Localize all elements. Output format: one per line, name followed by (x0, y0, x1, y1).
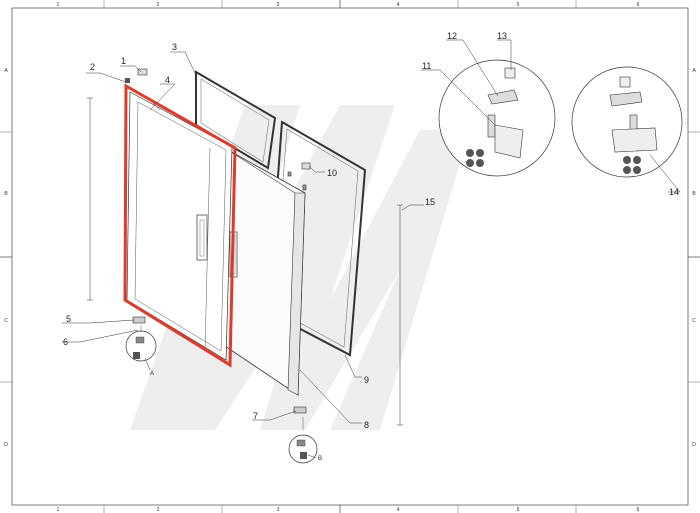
grid-row-a-right: A (692, 68, 696, 74)
grid-col-5-bottom: 5 (517, 507, 520, 513)
door-panel-4 (126, 91, 233, 361)
grid-col-6: 6 (637, 2, 640, 8)
hinge-part-10 (287, 162, 311, 191)
gasket-3 (195, 70, 277, 170)
hinge-part-1 (137, 68, 148, 76)
callout-3: 3 (172, 42, 177, 52)
dimension-line-left (87, 97, 93, 301)
grid-col-2: 2 (157, 2, 160, 8)
callout-8: 8 (364, 420, 369, 430)
bottom-hinge-7 (293, 406, 307, 414)
detail-circle-hinge-14 (571, 66, 683, 178)
bottom-hinge-5 (132, 316, 146, 324)
callout-7: 7 (253, 411, 258, 421)
grid-column-labels-bottom: 1 2 3 4 5 6 (57, 507, 640, 513)
grid-row-c: C (4, 318, 8, 324)
grid-col-4-bottom: 4 (397, 507, 400, 513)
detail-label-b: B (318, 456, 322, 462)
detail-label-a: A (150, 371, 154, 377)
callout-14: 14 (669, 187, 679, 197)
callout-10: 10 (327, 168, 337, 178)
door-panel-8 (212, 149, 306, 396)
grid-col-4: 4 (397, 2, 400, 8)
callout-13: 13 (497, 31, 507, 41)
callout-11: 11 (422, 61, 431, 71)
grid-row-c-right: C (692, 318, 696, 324)
callout-6: 6 (63, 337, 68, 347)
grid-row-b-right: B (692, 191, 696, 197)
grid-col-1: 1 (57, 2, 60, 8)
grid-row-labels-right: A B C D (692, 68, 696, 448)
leader-lines (62, 39, 681, 424)
callout-12: 12 (447, 31, 457, 41)
grid-row-d: D (4, 442, 8, 448)
grid-row-a: A (4, 68, 8, 74)
callout-4: 4 (165, 75, 170, 85)
detail-circle-b (288, 417, 318, 464)
detail-circle-hinge-top (438, 59, 556, 177)
highlighted-door-frame (123, 83, 237, 368)
detail-circle-a (125, 325, 157, 371)
callout-2: 2 (90, 62, 95, 72)
grid-col-2-bottom: 2 (157, 507, 160, 513)
grid-row-d-right: D (692, 442, 696, 448)
callout-5: 5 (66, 314, 71, 324)
grid-row-labels-left: A B C D (4, 68, 8, 448)
gasket-3-inner (200, 78, 270, 163)
callout-15: 15 (425, 197, 435, 207)
grid-col-1-bottom: 1 (57, 507, 60, 513)
grid-row-b: B (4, 191, 8, 197)
callout-1: 1 (121, 56, 126, 66)
grid-col-3-bottom: 3 (277, 507, 280, 513)
grid-col-3: 3 (277, 2, 280, 8)
grid-col-5: 5 (517, 2, 520, 8)
grid-col-6-bottom: 6 (637, 507, 640, 513)
callout-9: 9 (364, 375, 369, 385)
dimension-line-15 (397, 204, 403, 426)
grid-column-labels-top: 1 2 3 4 5 6 (57, 2, 640, 8)
callout-labels: 1 2 3 4 5 6 7 8 9 10 11 12 13 14 15 (63, 31, 679, 430)
screw-2 (125, 78, 130, 83)
